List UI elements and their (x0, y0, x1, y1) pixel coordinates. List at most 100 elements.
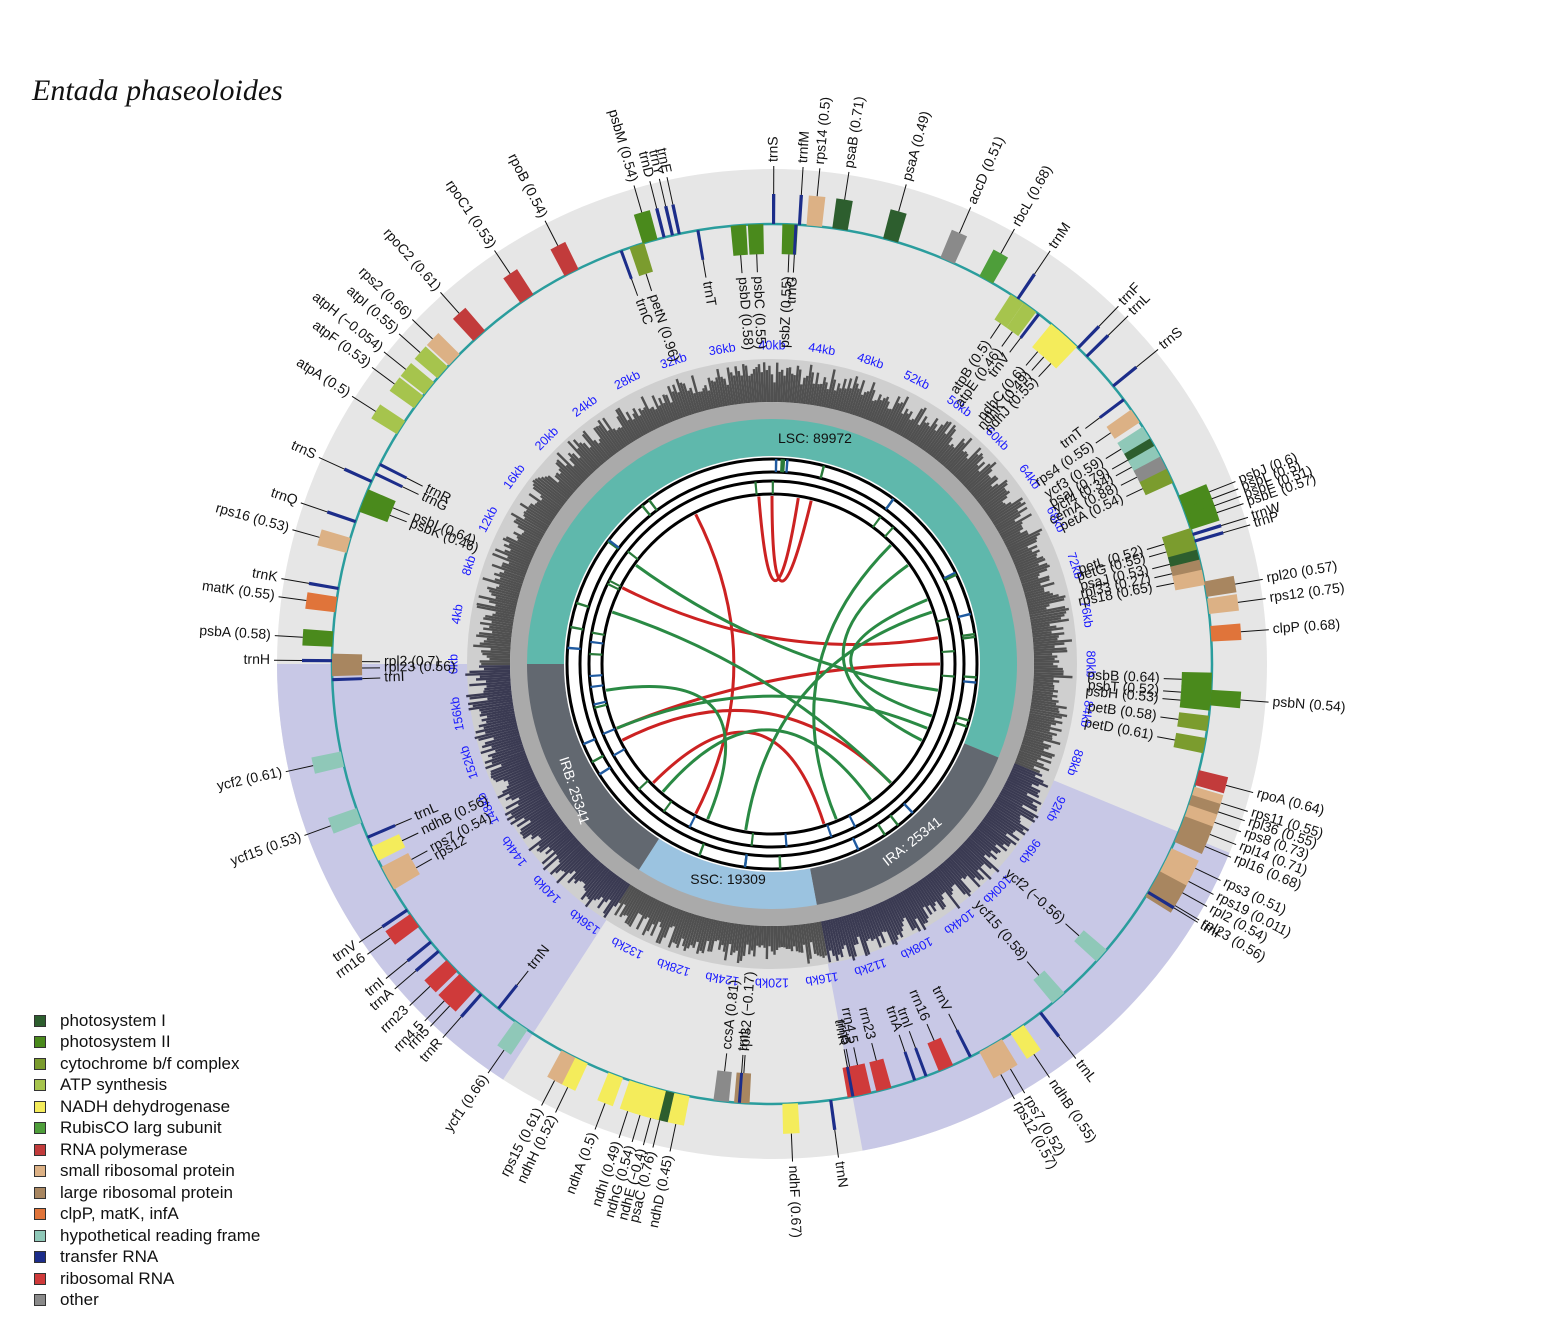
gene-block (1177, 712, 1209, 732)
repeat-mark (590, 640, 604, 645)
repeat-mark (637, 779, 649, 791)
gc-bar (728, 922, 735, 945)
gc-bar (1007, 775, 1041, 793)
gc-bar (658, 397, 671, 424)
kb-tick-label: 76kb (1078, 600, 1096, 629)
gene-block (671, 204, 681, 235)
gc-bar (816, 383, 823, 407)
legend-label: RubisCO larg subunit (60, 1118, 222, 1138)
gc-bar (988, 809, 1026, 836)
gc-bar (989, 497, 1024, 521)
gc-bar (746, 924, 751, 945)
gc-bar (682, 383, 695, 415)
gc-bar (723, 378, 730, 406)
gc-bar (593, 872, 616, 901)
gene-block (1179, 816, 1213, 843)
gc-bar (779, 925, 784, 948)
legend-label: ATP synthesis (60, 1075, 168, 1095)
gc-bar (793, 365, 800, 404)
gc-bar (598, 442, 612, 459)
gc-bar (472, 699, 513, 708)
gc-bar (490, 761, 530, 779)
gc-bar (932, 869, 954, 896)
gc-bar (1024, 730, 1053, 741)
repeat-mark (961, 632, 975, 638)
gc-bar (517, 525, 543, 541)
gc-bar (762, 362, 767, 403)
gc-bar (469, 681, 511, 687)
gc-bar (974, 827, 997, 847)
gc-bar (486, 637, 512, 643)
gc-bar (625, 890, 643, 917)
gc-bar (786, 925, 791, 950)
kb-tick-label: 4kb (449, 603, 466, 625)
gc-bar (737, 370, 744, 404)
repeat-mark (567, 646, 581, 651)
gc-bar (1016, 558, 1046, 572)
gc-bar (490, 756, 528, 774)
gc-bar (849, 388, 860, 415)
gc-bar (578, 456, 595, 474)
gene-block (560, 1056, 588, 1091)
gc-bar (681, 913, 695, 947)
gc-bar (622, 889, 641, 917)
gc-bar (973, 477, 999, 499)
gc-bar (536, 501, 557, 517)
gc-bar (671, 391, 684, 419)
gc-bar (601, 875, 619, 899)
gc-bar (1033, 667, 1063, 671)
gc-bar (915, 881, 937, 912)
gc-bar (517, 538, 538, 551)
gc-bar (845, 376, 859, 414)
gc-bar (732, 375, 739, 405)
gc-bar (983, 817, 1008, 836)
gc-bar (476, 602, 516, 613)
gc-bar (545, 831, 573, 855)
gene-block (379, 463, 408, 480)
gene-leader (658, 178, 667, 207)
gene-leader (642, 1117, 652, 1146)
gc-bar (567, 854, 595, 884)
gc-bar (919, 879, 937, 903)
gc-bar (502, 775, 537, 794)
gc-bar (632, 413, 647, 436)
gc-bar (479, 674, 511, 678)
legend-label: hypothetical reading frame (60, 1225, 261, 1245)
gc-bar (1032, 630, 1052, 636)
gc-bar (539, 827, 570, 853)
gc-bar (985, 501, 1004, 515)
gc-bar (490, 648, 511, 652)
gc-bar (502, 562, 528, 574)
gc-bar (486, 683, 511, 688)
gc-bar (958, 846, 992, 880)
gene-block (1045, 336, 1077, 369)
gc-bar (584, 871, 614, 908)
gene-leader (1216, 503, 1244, 514)
gene-label: rpl2 (0.7) (384, 652, 440, 668)
kb-tick-label: 120kb (755, 976, 789, 990)
repeat-mark (589, 652, 603, 656)
gc-bar (602, 880, 627, 914)
legend-label: large ribosomal protein (60, 1182, 233, 1202)
gc-bar (626, 892, 647, 926)
gene-leader (702, 259, 707, 278)
gc-bar (655, 905, 673, 944)
gc-bar (1030, 617, 1062, 625)
gc-bar (979, 482, 1008, 506)
gc-bar (1016, 756, 1050, 772)
gc-bar (851, 912, 868, 957)
gene-leader (1209, 833, 1237, 846)
gc-bar (915, 425, 931, 447)
gene-leader (1120, 476, 1138, 486)
gene-leader (1058, 1036, 1077, 1059)
gc-bar (499, 577, 523, 587)
gene-leader (594, 1103, 606, 1130)
repeat-ring (565, 457, 979, 871)
species-title: Entada phaseoloides (32, 74, 283, 107)
gc-bar (1032, 687, 1059, 693)
gc-bar (699, 917, 710, 952)
repeat-mark (754, 481, 758, 495)
gc-bar (494, 578, 522, 589)
gene-label: trnG (782, 276, 799, 304)
gc-bar (597, 419, 621, 452)
